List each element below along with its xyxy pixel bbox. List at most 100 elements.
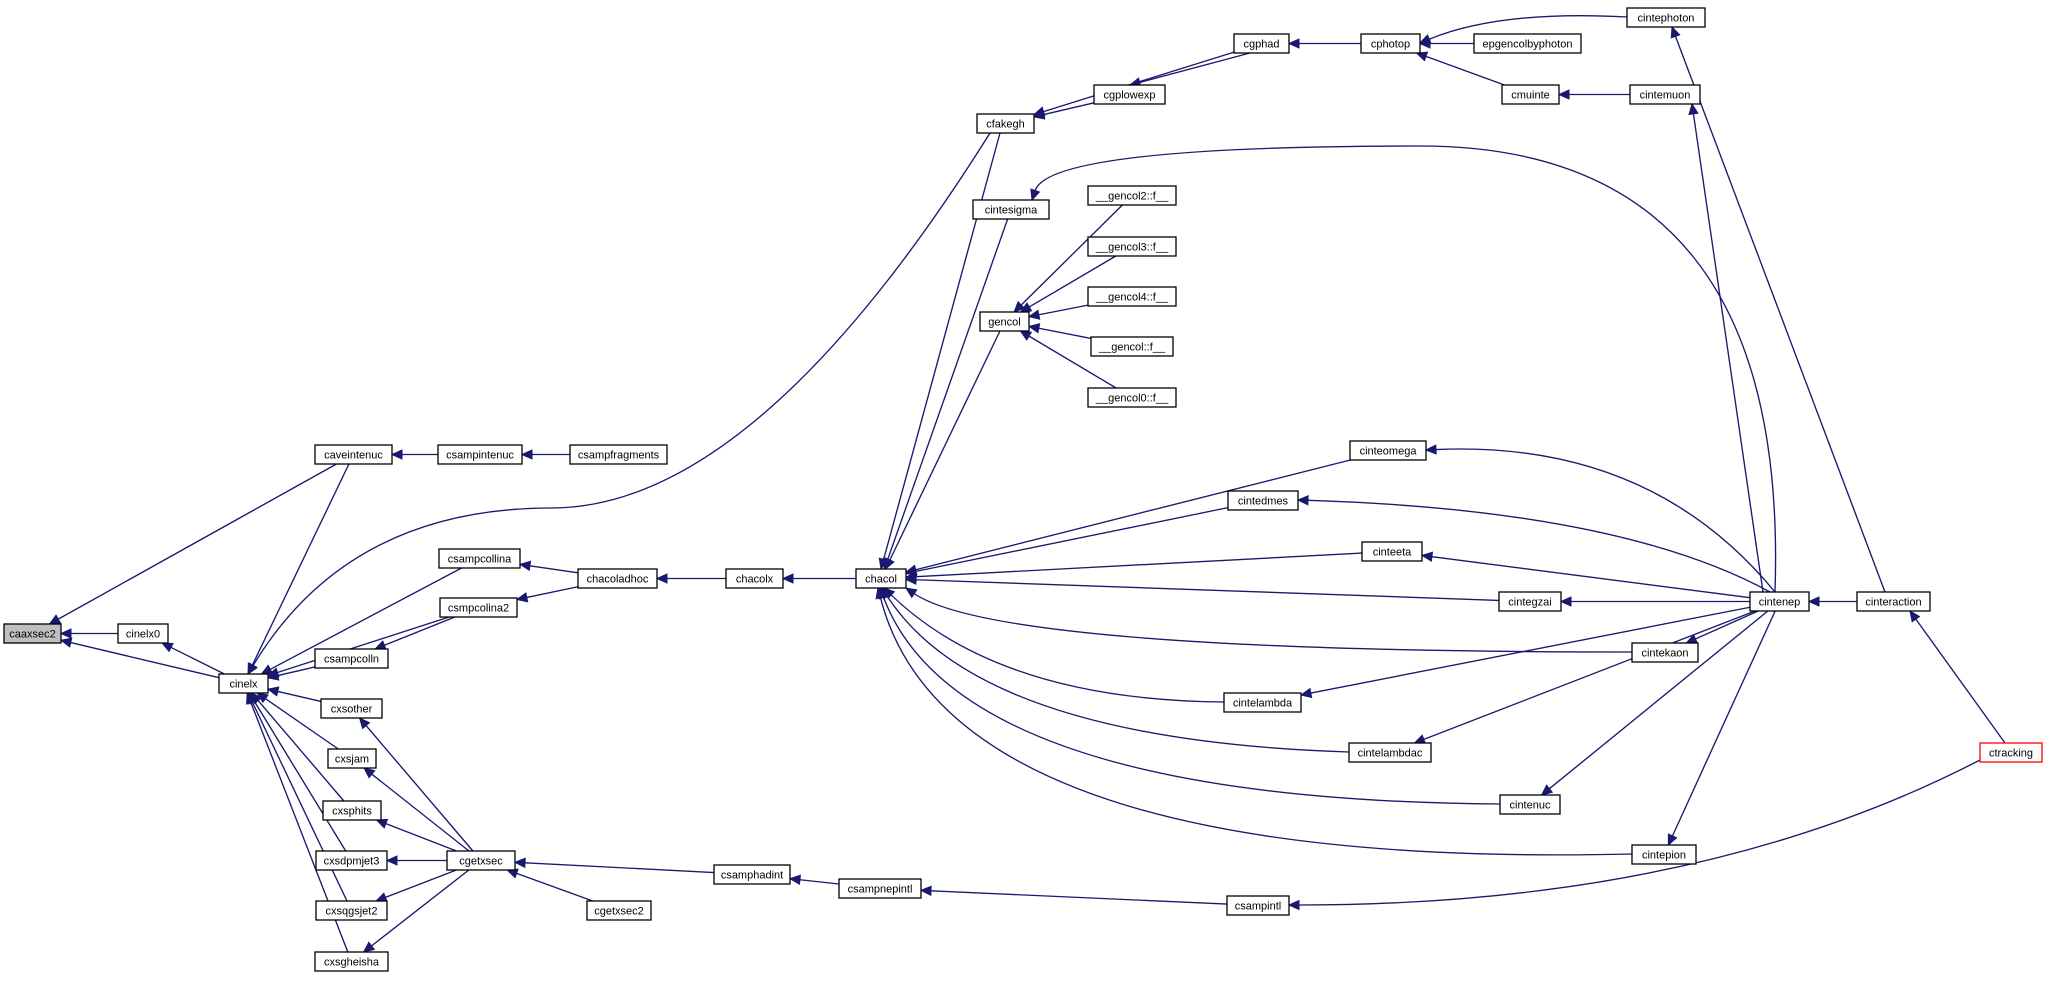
node-box[interactable] (314, 648, 389, 669)
node-box[interactable] (1093, 84, 1166, 105)
node-box[interactable] (1856, 591, 1931, 612)
node-cintenep[interactable]: cintenep (1749, 591, 1810, 612)
node-caveintenuc[interactable]: caveintenuc (314, 444, 393, 465)
node-box[interactable] (1087, 236, 1177, 257)
node-chacol[interactable]: chacol (855, 568, 907, 589)
node-cintelambdac[interactable]: cintelambdac (1348, 742, 1432, 763)
node-cxsjam[interactable]: cxsjam (327, 748, 377, 769)
node-box[interactable] (314, 951, 389, 972)
node-csampintenuc[interactable]: csampintenuc (437, 444, 523, 465)
node-cinteraction[interactable]: cinteraction (1856, 591, 1931, 612)
node-box[interactable] (1226, 895, 1290, 916)
node-box[interactable] (569, 444, 668, 465)
node-cxsdpmjet3[interactable]: cxsdpmjet3 (315, 850, 388, 871)
node-box[interactable] (315, 900, 388, 921)
node-box[interactable] (439, 597, 518, 618)
node-box[interactable] (972, 199, 1050, 220)
node-gencol1[interactable]: __gencol::f__ (1090, 336, 1174, 357)
node-box[interactable] (1631, 642, 1699, 663)
node-cgplowexp[interactable]: cgplowexp (1093, 84, 1166, 105)
node-cintepion[interactable]: cintepion (1631, 844, 1697, 865)
node-box[interactable] (1227, 490, 1299, 511)
node-box[interactable] (314, 444, 393, 465)
node-box[interactable] (855, 568, 907, 589)
node-cintesigma[interactable]: cintesigma (972, 199, 1050, 220)
node-box[interactable] (1626, 7, 1706, 28)
node-cgphad[interactable]: cgphad (1233, 33, 1290, 54)
node-box[interactable] (1087, 286, 1177, 307)
node-cinelx0[interactable]: cinelx0 (117, 623, 169, 644)
node-chacolx[interactable]: chacolx (725, 568, 784, 589)
node-cinteomega[interactable]: cinteomega (1349, 440, 1427, 461)
node-csmpcolina2[interactable]: csmpcolina2 (439, 597, 518, 618)
node-cintekaon[interactable]: cintekaon (1631, 642, 1699, 663)
node-box[interactable] (979, 311, 1030, 332)
node-epgencolbyphoton[interactable]: epgencolbyphoton (1473, 33, 1582, 54)
node-box[interactable] (1498, 591, 1562, 612)
node-box[interactable] (438, 548, 521, 569)
node-cintephoton[interactable]: cintephoton (1626, 7, 1706, 28)
node-cintegzai[interactable]: cintegzai (1498, 591, 1562, 612)
node-box[interactable] (1979, 742, 2043, 763)
node-cxsqgsjet2[interactable]: cxsqgsjet2 (315, 900, 388, 921)
node-caaxsec2[interactable]: caaxsec2 (3, 623, 62, 644)
node-box[interactable] (586, 900, 652, 921)
node-box[interactable] (1087, 185, 1177, 206)
node-box[interactable] (713, 864, 791, 885)
node-csamphadint[interactable]: csamphadint (713, 864, 791, 885)
node-csampfragments[interactable]: csampfragments (569, 444, 668, 465)
node-box[interactable] (1349, 440, 1427, 461)
node-box[interactable] (1090, 336, 1174, 357)
node-box[interactable] (218, 673, 269, 694)
node-cxsgheisha[interactable]: cxsgheisha (314, 951, 389, 972)
node-box[interactable] (1361, 541, 1423, 562)
node-box[interactable] (1631, 844, 1697, 865)
node-box[interactable] (577, 568, 658, 589)
node-cfakegh[interactable]: cfakegh (976, 113, 1035, 134)
node-box[interactable] (3, 623, 62, 644)
node-chacoladhoc[interactable]: chacoladhoc (577, 568, 658, 589)
node-box[interactable] (976, 113, 1035, 134)
node-box[interactable] (322, 800, 382, 821)
node-gencol0[interactable]: __gencol0::f__ (1087, 387, 1177, 408)
node-box[interactable] (1629, 84, 1701, 105)
node-cintelambda[interactable]: cintelambda (1223, 692, 1302, 713)
node-box[interactable] (1501, 84, 1560, 105)
node-cinelx[interactable]: cinelx (218, 673, 269, 694)
node-csampcollina[interactable]: csampcollina (438, 548, 521, 569)
node-box[interactable] (1233, 33, 1290, 54)
node-ctracking[interactable]: ctracking (1979, 742, 2043, 763)
node-box[interactable] (315, 850, 388, 871)
node-cinteeta[interactable]: cinteeta (1361, 541, 1423, 562)
node-gencol2[interactable]: __gencol2::f__ (1087, 185, 1177, 206)
node-cintemuon[interactable]: cintemuon (1629, 84, 1701, 105)
node-box[interactable] (117, 623, 169, 644)
node-box[interactable] (1087, 387, 1177, 408)
node-box[interactable] (1499, 794, 1561, 815)
node-box[interactable] (1749, 591, 1810, 612)
node-box[interactable] (327, 748, 377, 769)
node-box[interactable] (838, 878, 922, 899)
node-box[interactable] (1360, 33, 1421, 54)
node-csampintl[interactable]: csampintl (1226, 895, 1290, 916)
node-box[interactable] (725, 568, 784, 589)
node-cxsother[interactable]: cxsother (320, 698, 383, 719)
node-gencol[interactable]: gencol (979, 311, 1030, 332)
node-box[interactable] (437, 444, 523, 465)
node-csampnepintl[interactable]: csampnepintl (838, 878, 922, 899)
node-cgetxsec[interactable]: cgetxsec (446, 850, 516, 871)
node-gencol3[interactable]: __gencol3::f__ (1087, 236, 1177, 257)
node-csampcolln[interactable]: csampcolln (314, 648, 389, 669)
node-cintenuc[interactable]: cintenuc (1499, 794, 1561, 815)
node-cmuinte[interactable]: cmuinte (1501, 84, 1560, 105)
node-gencol4[interactable]: __gencol4::f__ (1087, 286, 1177, 307)
node-box[interactable] (320, 698, 383, 719)
node-cxsphits[interactable]: cxsphits (322, 800, 382, 821)
node-box[interactable] (1348, 742, 1432, 763)
node-cintedmes[interactable]: cintedmes (1227, 490, 1299, 511)
node-box[interactable] (446, 850, 516, 871)
node-box[interactable] (1223, 692, 1302, 713)
node-cphotop[interactable]: cphotop (1360, 33, 1421, 54)
node-box[interactable] (1473, 33, 1582, 54)
node-cgetxsec2[interactable]: cgetxsec2 (586, 900, 652, 921)
